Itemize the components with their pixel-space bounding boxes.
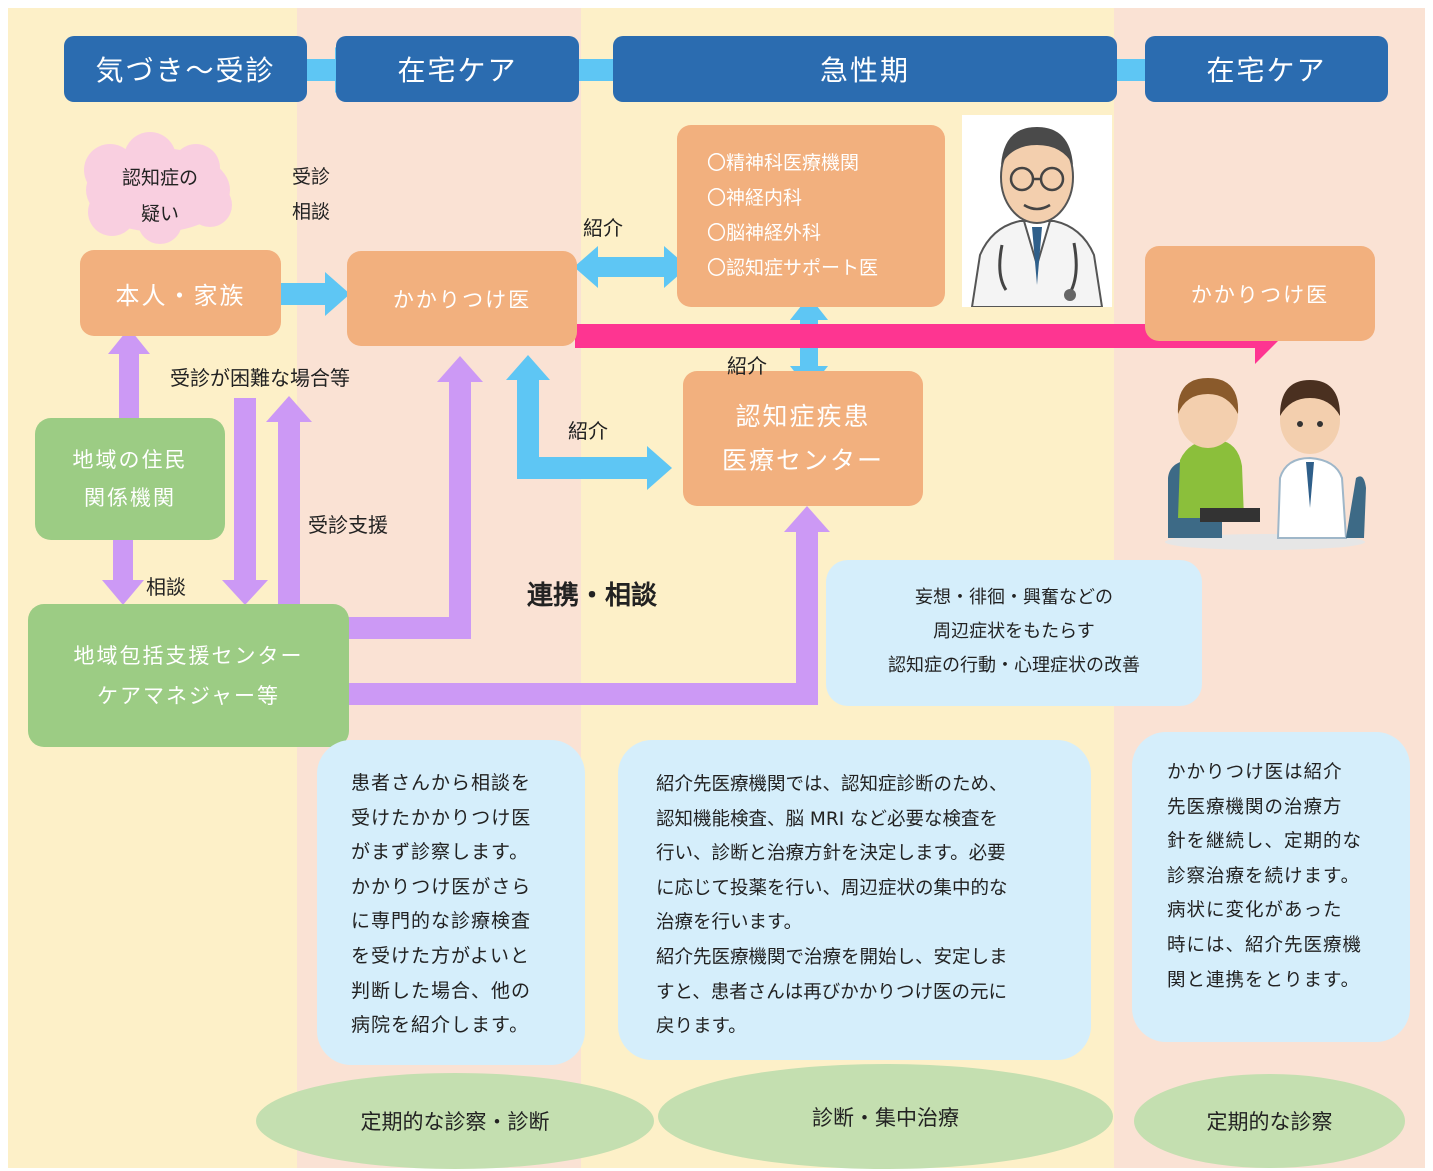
note-home-care-1: 患者さんから相談を 受けたかかりつけ医 がまず診察します。 かかりつけ医がさら …: [317, 740, 585, 1065]
arrow-support-up: [266, 396, 312, 604]
oval-diagnosis-intensive: 診断・集中治療: [658, 1064, 1113, 1169]
support-center-line-2: ケアマネジャー等: [97, 683, 280, 708]
phase-header-home-care-1: 在宅ケア: [336, 36, 579, 102]
specialist-neurosurgery: 〇脳神経外科: [707, 222, 822, 244]
box-specialists: 〇精神科医療機関 〇神経内科 〇脳神経外科 〇認知症サポート医: [677, 125, 945, 307]
arrow-doctor-specialists: [574, 246, 688, 288]
arrow-residents-to-family: [108, 328, 150, 420]
label-difficult: 受診が困難な場合等: [170, 366, 350, 390]
box-kakaritsuke-right: かかりつけ医: [1145, 246, 1375, 341]
specialist-psychiatry: 〇精神科医療機関: [707, 152, 860, 174]
arrow-residents-to-center: [102, 540, 144, 605]
suspicion-cloud-text: 認知症の 疑い: [98, 160, 222, 232]
label-shokai-mid: 紹介: [727, 354, 767, 378]
label-renkei: 連携・相談: [527, 581, 658, 611]
bpsd-note: 妄想・徘徊・興奮などの 周辺症状をもたらす 認知症の行動・心理症状の改善: [826, 560, 1202, 706]
suspicion-cloud: [84, 132, 232, 244]
dementia-center-line-1: 認知症疾患: [735, 401, 871, 431]
box-support-center: 地域包括支援センター ケアマネジャー等: [28, 604, 349, 747]
phase-header-home-care-2: 在宅ケア: [1145, 36, 1388, 102]
arrow-doctor-center: [506, 355, 672, 490]
support-center-line-1: 地域包括支援センター: [73, 643, 304, 668]
label-sodan-top: 相談: [292, 201, 331, 223]
phase-header-acute: 急性期: [613, 36, 1117, 102]
cloud-line-1: 認知症の: [121, 167, 198, 189]
box-kakaritsuke: かかりつけ医: [347, 251, 577, 346]
phase-header-awareness: 気づき～受診: [64, 36, 307, 102]
box-patient-family: 本人・家族: [80, 250, 281, 336]
residents-line-2: 関係機関: [84, 486, 176, 510]
oval-regular-exam-diagnosis: 定期的な診察・診断: [256, 1073, 654, 1169]
box-dementia-center: 認知症疾患 医療センター: [683, 371, 923, 506]
doctor-illustration: [962, 115, 1112, 307]
note-acute: 紹介先医療機関では、認知症診断のため、 認知機能検査、脳 MRI など必要な検査…: [618, 740, 1091, 1060]
label-consult: 相談: [146, 575, 186, 599]
specialist-neurology: 〇神経内科: [707, 187, 803, 209]
arrow-difficult-down: [222, 398, 268, 605]
cloud-line-2: 疑い: [140, 203, 179, 225]
label-shokai-low: 紹介: [568, 419, 608, 443]
label-support: 受診支援: [308, 513, 388, 537]
note-home-care-2: かかりつけ医は紹介 先医療機関の治療方 針を継続し、定期的な 診察治療を続けます…: [1132, 732, 1410, 1042]
arrow-center-to-doctor: [347, 356, 483, 639]
residents-line-1: 地域の住民: [72, 448, 188, 472]
oval-regular-exam: 定期的な診察: [1134, 1074, 1405, 1168]
label-shokai-top: 紹介: [583, 216, 623, 240]
arrow-center-to-dementia-center: [347, 506, 830, 705]
specialist-support-doctor: 〇認知症サポート医: [707, 257, 879, 279]
box-local-residents: 地域の住民 関係機関: [35, 418, 225, 540]
dementia-center-line-2: 医療センター: [721, 445, 884, 475]
label-jushin: 受診: [292, 166, 331, 188]
consultation-illustration: [1160, 368, 1370, 550]
